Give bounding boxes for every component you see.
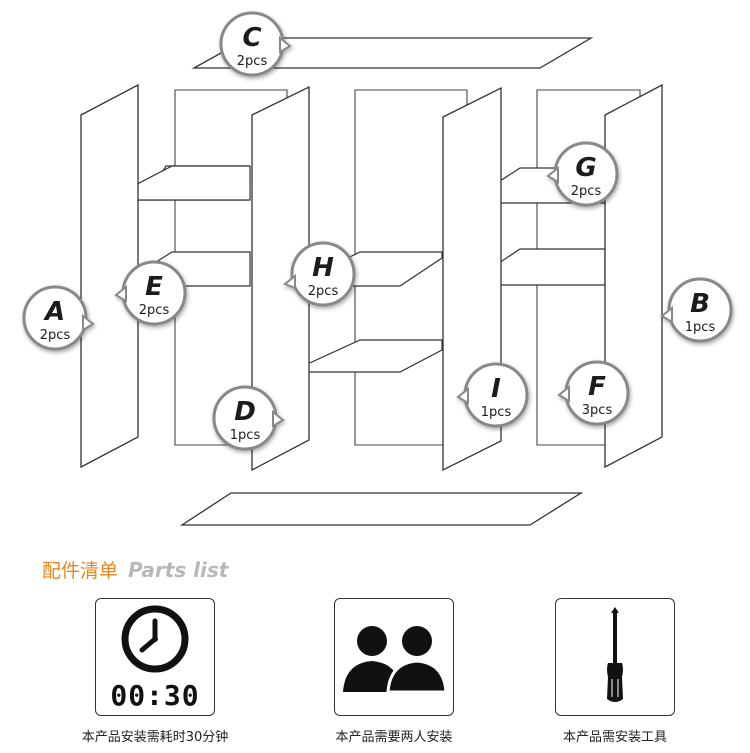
- side-panel-a: [80, 83, 139, 469]
- screwdriver-icon: [607, 607, 623, 702]
- callout-i: I 1pcs: [456, 362, 529, 428]
- part-letter: G: [575, 153, 596, 183]
- install-time-label: 本产品安装需耗时30分钟: [81, 730, 229, 745]
- clock-icon: [121, 605, 189, 673]
- callout-b: B 1pcs: [660, 277, 733, 343]
- part-count: 2pcs: [139, 303, 170, 318]
- callout-c: C 2pcs: [219, 11, 292, 77]
- part-letter: F: [588, 372, 606, 402]
- part-letter: D: [234, 397, 256, 427]
- parts-list-title: 配件清单 Parts list: [42, 556, 228, 584]
- part-letter: A: [43, 297, 65, 327]
- part-count: 2pcs: [40, 328, 71, 343]
- part-count: 2pcs: [571, 184, 602, 199]
- callout-g: G 2pcs: [546, 141, 619, 207]
- bottom-panel: [179, 492, 584, 526]
- two-person-label: 本产品需要两人安装: [335, 730, 453, 745]
- callout-d: D 1pcs: [212, 385, 285, 451]
- parts-list-title-en: Parts list: [128, 558, 229, 582]
- shelf-h-lower: [289, 339, 443, 373]
- callout-f: F 3pcs: [557, 360, 630, 426]
- part-letter: H: [312, 253, 334, 283]
- tool-card: [555, 598, 675, 716]
- part-count: 3pcs: [582, 403, 613, 418]
- part-letter: C: [242, 23, 261, 53]
- part-count: 1pcs: [481, 405, 512, 420]
- divider-panel-d: [251, 85, 310, 472]
- assembly-diagram: C 2pcs G 2pcs H 2pcs E 2pcs A 2pcs B 1pc…: [22, 11, 733, 526]
- part-letter: I: [491, 374, 501, 404]
- callout-e: E 2pcs: [114, 260, 187, 326]
- part-count: 1pcs: [230, 428, 261, 443]
- callout-a: A 2pcs: [22, 285, 95, 351]
- install-time-value: 00:30: [110, 679, 200, 712]
- two-person-card: [334, 598, 454, 716]
- two-people-icon: [343, 626, 448, 694]
- part-count: 1pcs: [685, 320, 716, 335]
- tool-label: 本产品需安装工具: [562, 730, 668, 745]
- install-time-card: 00:30: [95, 598, 215, 716]
- part-letter: B: [690, 289, 710, 319]
- part-letter: E: [145, 272, 163, 302]
- part-count: 2pcs: [308, 284, 339, 299]
- part-count: 2pcs: [237, 54, 268, 69]
- callout-h: H 2pcs: [283, 241, 356, 307]
- parts-list-title-cn: 配件清单: [42, 560, 119, 582]
